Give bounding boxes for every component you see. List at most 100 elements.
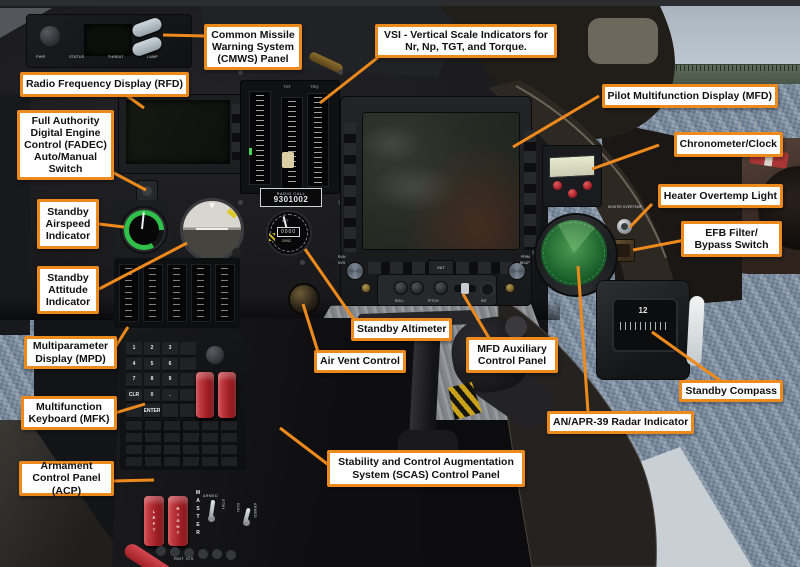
vsi-green-marker bbox=[249, 148, 252, 155]
altimeter-kollsman: 2992 bbox=[282, 238, 291, 243]
panel-fastener bbox=[362, 284, 370, 292]
canopy-cap bbox=[588, 18, 658, 64]
compass-heading: 12 bbox=[638, 306, 648, 315]
mfk-key bbox=[162, 404, 178, 418]
aux-pitch-knob bbox=[434, 281, 448, 295]
guarded-switch bbox=[196, 372, 214, 418]
chronometer-button bbox=[568, 189, 577, 198]
mpd-scale bbox=[191, 264, 211, 322]
leader-fadec bbox=[111, 170, 147, 192]
aux-roll-label: ROLL bbox=[395, 299, 405, 303]
heater-overtemp-label: HEATER OVERTEMP bbox=[607, 205, 643, 209]
vsi-trq-label: TRQ bbox=[310, 84, 319, 89]
cyclic-thumb-knob bbox=[505, 316, 527, 338]
mfd-prim-label: PRIM bbox=[521, 255, 530, 259]
callout-mfd-aux-panel: MFD Auxiliary Control Panel bbox=[466, 337, 558, 373]
aux-roll-knob bbox=[394, 281, 408, 295]
mfk-key bbox=[180, 357, 196, 372]
mfd-aux-control-panel bbox=[377, 274, 497, 306]
leader-vsi bbox=[319, 53, 382, 105]
leader-attitude bbox=[98, 241, 188, 291]
mfk-key: . bbox=[162, 388, 178, 403]
mpd-scale bbox=[143, 264, 163, 322]
acp-left-label: LEFT bbox=[151, 509, 157, 533]
mfk-key: CLR bbox=[126, 388, 142, 403]
attitude-horizon-bar bbox=[196, 228, 228, 230]
callout-efb-switch: EFB Filter/ Bypass Switch bbox=[681, 221, 782, 257]
mfk-key: 8 bbox=[144, 373, 160, 387]
mfd-nvs-label: NVS bbox=[338, 261, 346, 265]
callout-chronometer: Chronometer/Clock bbox=[673, 132, 783, 157]
console-knob-row bbox=[156, 546, 166, 556]
mfk-key: 1 bbox=[126, 342, 142, 356]
chronometer-button bbox=[583, 181, 592, 190]
acp-armed-label: ARMED bbox=[203, 494, 219, 498]
acp-gun-label: GUN bbox=[236, 503, 240, 513]
altimeter-drum: 0000 bbox=[277, 227, 300, 237]
acp-toggle-base bbox=[243, 519, 250, 526]
leader-altimeter bbox=[303, 248, 357, 322]
callout-standby-airspeed: Standby Airspeed Indicator bbox=[37, 199, 99, 249]
cmws-power-knob bbox=[40, 26, 60, 46]
mfk-letter-keys bbox=[126, 420, 238, 466]
rfd-display bbox=[126, 100, 230, 164]
callout-vsi: VSI - Vertical Scale Indicators for Nr, … bbox=[375, 24, 557, 58]
mfk-key: ENTER bbox=[144, 404, 160, 418]
mfk-key bbox=[180, 388, 196, 403]
leader-mfd bbox=[512, 94, 600, 149]
mfd-bkup-label: BKUP bbox=[520, 261, 530, 265]
mfd-mode-knob bbox=[346, 262, 364, 280]
callout-standby-attitude: Standby Attitude Indicator bbox=[37, 266, 99, 314]
aux-int-label: INT bbox=[481, 299, 487, 303]
standby-airspeed-indicator bbox=[120, 206, 168, 254]
leader-acp bbox=[112, 478, 155, 483]
mfk-key: 0 bbox=[144, 388, 160, 403]
leader-cmws bbox=[162, 33, 207, 38]
leader-mfdaux bbox=[461, 293, 491, 339]
radio-call-placard: RADIO CALL 9301002 bbox=[260, 188, 322, 207]
callout-air-vent: Air Vent Control bbox=[314, 350, 406, 373]
mfk-key: 2 bbox=[144, 342, 160, 356]
cmws-panel-label: STATUS bbox=[68, 54, 85, 59]
leader-mfk bbox=[114, 402, 146, 415]
cmws-panel-label: LAMP bbox=[147, 54, 158, 59]
mfk-key: 6 bbox=[162, 357, 178, 372]
top-frame-bar bbox=[0, 0, 800, 8]
acp-right-guard: RIGHT bbox=[168, 496, 188, 546]
callout-standby-altimeter: Standby Altimeter bbox=[351, 318, 453, 341]
mfd-run-label: RUN bbox=[338, 255, 346, 259]
callout-scas-panel: Stability and Control Augmentation Syste… bbox=[327, 450, 525, 487]
acp-toggle-base bbox=[208, 515, 215, 522]
leader-rfd bbox=[125, 93, 145, 110]
callout-rfd: Radio Frequency Display (RFD) bbox=[20, 72, 189, 97]
heater-overtemp-light bbox=[617, 219, 632, 234]
leader-chrono bbox=[591, 143, 660, 171]
mfd-right-buttons bbox=[524, 130, 536, 250]
rfd-buttons bbox=[232, 104, 240, 160]
aux-roll-knob bbox=[410, 281, 424, 295]
stabilator-surface bbox=[628, 447, 752, 567]
vsi-tape-trq bbox=[307, 93, 329, 187]
vsi-tape-nr bbox=[249, 91, 271, 185]
attitude-pointer bbox=[209, 203, 215, 209]
altimeter-flag bbox=[269, 233, 275, 241]
vsi-tgt-label: TGT bbox=[283, 84, 291, 89]
aux-int-knob bbox=[480, 282, 495, 297]
cmws-panel-label: THREAT bbox=[107, 54, 124, 59]
mpd-scale bbox=[167, 264, 187, 322]
pillar-highlight bbox=[515, 85, 667, 259]
mfk-key bbox=[180, 342, 196, 356]
leader-efb bbox=[632, 238, 686, 252]
mfk-key bbox=[180, 404, 196, 418]
leader-heater bbox=[628, 202, 654, 229]
callout-cmws-panel: Common Missile Warning System (CMWS) Pan… bbox=[204, 24, 302, 70]
pilot-mfd-screen bbox=[362, 112, 520, 250]
acp-master-label: MASTER bbox=[195, 490, 201, 538]
cmws-panel-label: PWR bbox=[36, 54, 46, 59]
mfk-key: 7 bbox=[126, 373, 142, 387]
callout-fadec: Full Authority Digital Engine Control (F… bbox=[17, 110, 114, 180]
mfd-power-knob bbox=[508, 262, 526, 280]
chronometer-button bbox=[553, 181, 562, 190]
